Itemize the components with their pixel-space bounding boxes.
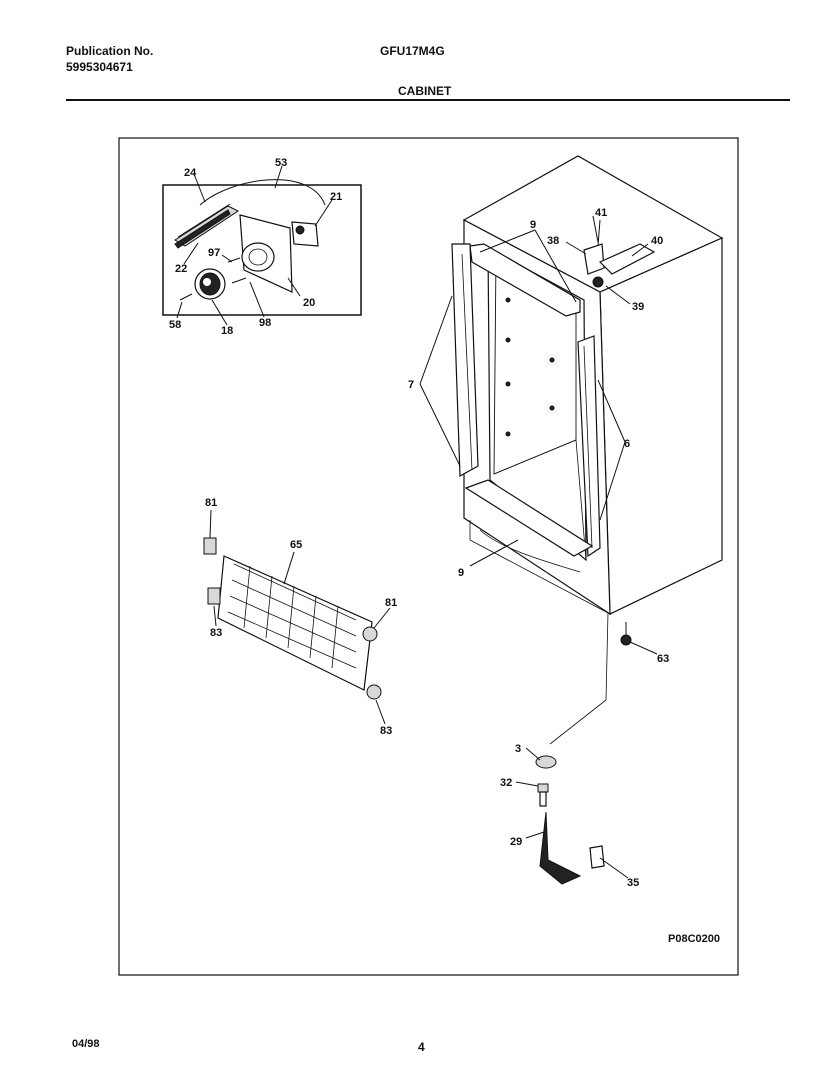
callout-6: 6 [624,438,630,450]
callout-41: 41 [595,207,607,219]
callout-18: 18 [221,325,233,337]
callout-63: 63 [657,653,669,665]
section-title: CABINET [398,84,452,98]
callout-81-right: 81 [385,597,397,609]
callout-97: 97 [208,247,220,259]
callout-98: 98 [259,317,271,329]
model-number: GFU17M4G [380,44,445,58]
callout-22: 22 [175,263,187,275]
callout-9-top: 9 [530,219,536,231]
callout-32: 32 [500,777,512,789]
callout-20: 20 [303,297,315,309]
wire-shelf [203,537,382,700]
page-number: 4 [418,1040,425,1054]
publication-label: Publication No. [66,44,154,58]
light-assembly-inset [162,165,362,326]
callout-35: 35 [627,877,639,889]
callout-7: 7 [408,379,414,391]
callout-65: 65 [290,539,302,551]
header-rule [66,99,790,101]
callout-83-right: 83 [380,725,392,737]
footer-date: 04/98 [72,1038,100,1050]
leader-lines [209,215,658,879]
callout-38: 38 [547,235,559,247]
leveler-parts [535,611,632,885]
callout-58: 58 [169,319,181,331]
callout-40: 40 [651,235,663,247]
gasket-parts [451,243,601,558]
callout-39: 39 [632,301,644,313]
publication-number: 5995304671 [66,60,133,74]
callout-81-left: 81 [205,497,217,509]
callout-9-bottom: 9 [458,567,464,579]
diagram-frame [118,137,739,976]
callout-29: 29 [510,836,522,848]
callout-21: 21 [330,191,342,203]
callout-24: 24 [184,167,197,179]
drawing-code: P08C0200 [668,933,720,945]
callout-53: 53 [275,157,287,169]
cabinet-body [462,155,724,616]
callout-83-left: 83 [210,627,222,639]
callout-3: 3 [515,743,521,755]
